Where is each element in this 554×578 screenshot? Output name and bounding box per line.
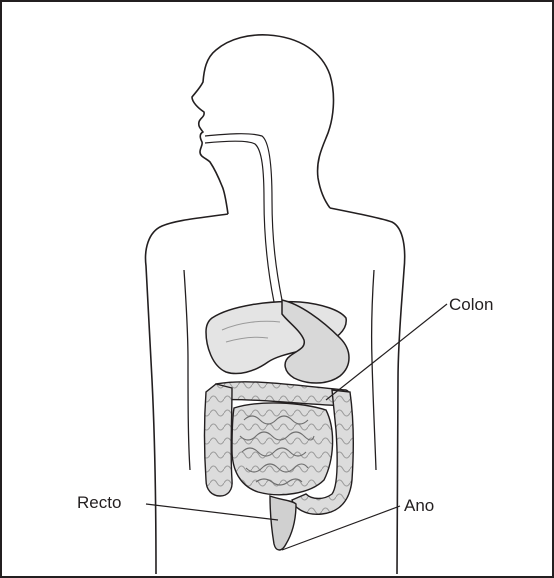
recto-leader-line	[146, 504, 278, 520]
right-arm-contour	[372, 270, 376, 470]
label-recto: Recto	[77, 494, 121, 511]
label-ano: Ano	[404, 497, 434, 514]
rectum	[270, 496, 296, 550]
ascending-colon	[205, 384, 233, 496]
left-arm-contour	[184, 270, 190, 470]
transverse-colon	[216, 382, 351, 406]
esophagus-inner	[205, 141, 274, 302]
esophagus	[205, 134, 282, 300]
label-colon: Colon	[449, 296, 493, 313]
ano-leader-line	[282, 506, 400, 550]
